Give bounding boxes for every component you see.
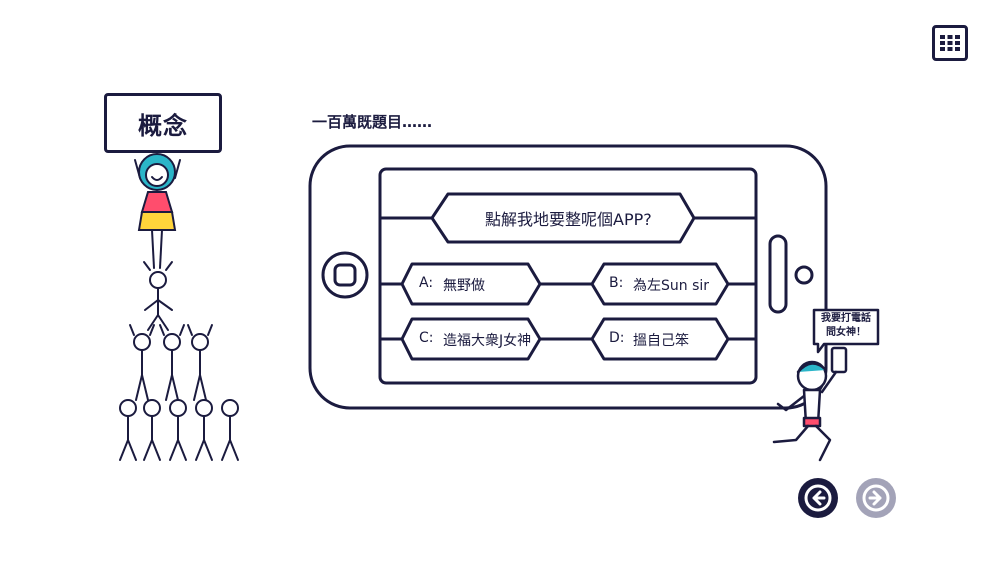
- arrow-right-icon: [862, 484, 890, 512]
- previous-button[interactable]: [798, 478, 838, 518]
- option-a-text: 無野做: [443, 278, 485, 294]
- option-a-button[interactable]: A: 無野做: [405, 265, 537, 303]
- phone-man-illustration: [772, 308, 880, 462]
- speech-line-2: 問女神！: [826, 327, 866, 338]
- question-text: 點解我地要整呢個APP?: [485, 210, 652, 229]
- option-d-button[interactable]: D: 搵自己笨: [597, 320, 727, 358]
- grid-icon: [940, 35, 960, 51]
- next-button[interactable]: [856, 478, 896, 518]
- option-a-letter: A:: [419, 275, 434, 291]
- human-pyramid-illustration: [119, 153, 239, 461]
- menu-button[interactable]: [932, 25, 968, 61]
- option-b-letter: B:: [609, 275, 624, 291]
- concept-sign: 概念: [104, 93, 222, 153]
- speech-line-1: 我要打電話: [821, 313, 871, 324]
- arrow-left-icon: [804, 484, 832, 512]
- concept-label: 概念: [138, 111, 188, 140]
- option-c-letter: C:: [419, 330, 434, 346]
- option-c-button[interactable]: C: 造福大衆J女神: [405, 320, 537, 358]
- intro-text: 一百萬既題目……: [312, 113, 433, 131]
- option-d-text: 搵自己笨: [633, 333, 689, 349]
- option-b-button[interactable]: B: 為左Sun sir: [597, 265, 727, 303]
- option-b-text: 為左Sun sir: [633, 278, 710, 294]
- speech-bubble-text: 我要打電話 問女神！: [816, 312, 876, 340]
- option-d-letter: D:: [609, 330, 625, 346]
- option-c-text: 造福大衆J女神: [443, 333, 532, 349]
